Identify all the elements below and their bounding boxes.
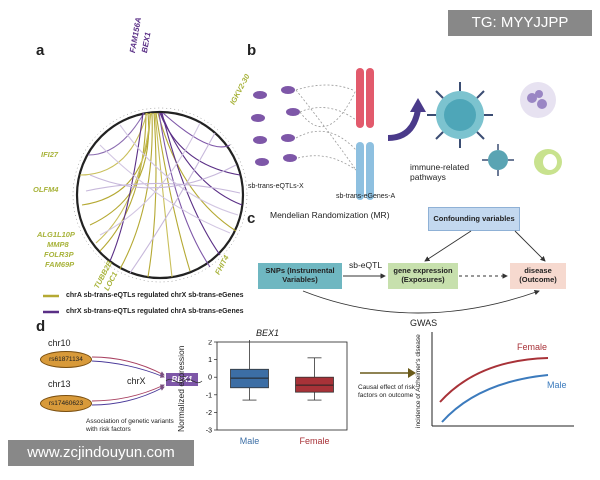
eqtl-connectors <box>295 84 357 171</box>
sb-eqtl-label: sb-eQTL <box>349 260 383 270</box>
incidence-female-label: Female <box>517 342 548 352</box>
ytick-label: -2 <box>206 410 212 417</box>
legend-swatches <box>43 294 59 314</box>
ytick-label: 2 <box>208 340 212 347</box>
watermark-bottom-left: www.zcjindouyun.com <box>8 440 194 466</box>
circos-plot <box>72 107 248 283</box>
ytick-label: 0 <box>208 375 212 382</box>
association-note: Association of genetic variants with ris… <box>86 418 174 434</box>
granulocyte-icon <box>520 82 556 118</box>
incidence-male-label: Male <box>547 380 567 390</box>
exposure-box: gene expression (Exposures) <box>388 263 458 289</box>
label-immune-pathways: immune-related pathways <box>410 162 470 182</box>
chr13-label: chr13 <box>48 379 71 389</box>
gwas-label: GWAS <box>410 318 438 328</box>
incidence-plot <box>431 332 574 427</box>
label-sb-trans-eqtls-x: sb-trans-eQTLs-X <box>248 183 304 190</box>
chrx-label: chrX <box>127 376 146 386</box>
circos-tick-ring <box>72 107 248 283</box>
gene-label-bex1: BEX1 <box>140 31 153 54</box>
confounding-box: Confounding variables <box>428 207 520 231</box>
pathway-arrow <box>387 109 421 141</box>
mr-title: Mendelian Randomization (MR) <box>270 210 390 220</box>
panel-label-c: c <box>247 210 256 227</box>
panel-label-a: a <box>36 42 45 59</box>
snp-rs61871134: rs61871134 <box>40 351 92 368</box>
causal-effect-note: Causal effect of risk factors on outcome <box>358 384 415 400</box>
legend-label-chra: chrA sb-trans-eQTLs regulated chrX sb-tr… <box>66 292 244 299</box>
panel-label-b: b <box>247 42 257 59</box>
gene-label-mmp8: MMP8 <box>47 240 69 249</box>
bex1-boxplot: 2 1 0 -1 -2 -3 Male Female <box>206 340 348 446</box>
panel-b-diagram <box>251 68 562 200</box>
male-curve <box>441 374 549 423</box>
eqtl-ellipses <box>251 86 300 166</box>
immune-cell-icon <box>427 82 493 148</box>
boxplot-boxes <box>230 340 334 401</box>
gene-label-fam69p: FAM69P <box>45 260 75 269</box>
small-immune-cell-icon <box>482 144 514 176</box>
chromosome-blue <box>356 142 374 200</box>
chromosome-red <box>356 68 374 128</box>
gene-label-alg1l10p: ALG1L10P <box>37 230 75 239</box>
female-curve <box>439 357 549 403</box>
panel-d-connectors <box>91 356 203 406</box>
legend-label-chrx: chrX sb-trans-eQTLs regulated chrA sb-tr… <box>66 308 244 315</box>
incidence-ylabel: incidence of Alzheimer's disease <box>415 334 422 428</box>
gene-label-olfm4: OLFM4 <box>33 185 59 194</box>
chr10-label: chr10 <box>48 338 71 348</box>
snp-rs17460623: rs17460623 <box>40 395 92 412</box>
circos-outer-ring <box>75 110 245 280</box>
mr-arrows <box>302 230 546 314</box>
causal-arrow <box>360 368 416 378</box>
outcome-box: disease (Outcome) <box>510 263 566 289</box>
xlabel-male: Male <box>240 436 260 446</box>
label-sb-trans-egenes-a: sb-trans-eGenes-A <box>336 193 396 200</box>
ytick-label: 1 <box>208 357 212 364</box>
boxplot-xlabels: Male Female <box>240 436 330 446</box>
gene-label-folr3p: FOLR3P <box>44 250 74 259</box>
boxplot-title: BEX1 <box>256 328 280 338</box>
boxplot-frame <box>216 341 348 431</box>
xlabel-female: Female <box>299 436 329 446</box>
snps-box: SNPs (Instrumental Variables) <box>258 263 342 289</box>
bex1-gene-box: BEX1 <box>166 373 198 386</box>
macrophage-icon <box>534 149 562 175</box>
watermark-top-right: TG: MYYJJPP <box>448 10 592 36</box>
boxplot-yticks: 2 1 0 -1 -2 -3 <box>206 340 217 435</box>
gene-label-ifi27: IFI27 <box>41 150 59 159</box>
circos-links <box>79 112 243 278</box>
boxplot-ylabel: Normalized expression <box>176 345 186 432</box>
ytick-label: -3 <box>206 428 212 435</box>
panel-label-d: d <box>36 318 46 335</box>
ytick-label: -1 <box>206 392 212 399</box>
